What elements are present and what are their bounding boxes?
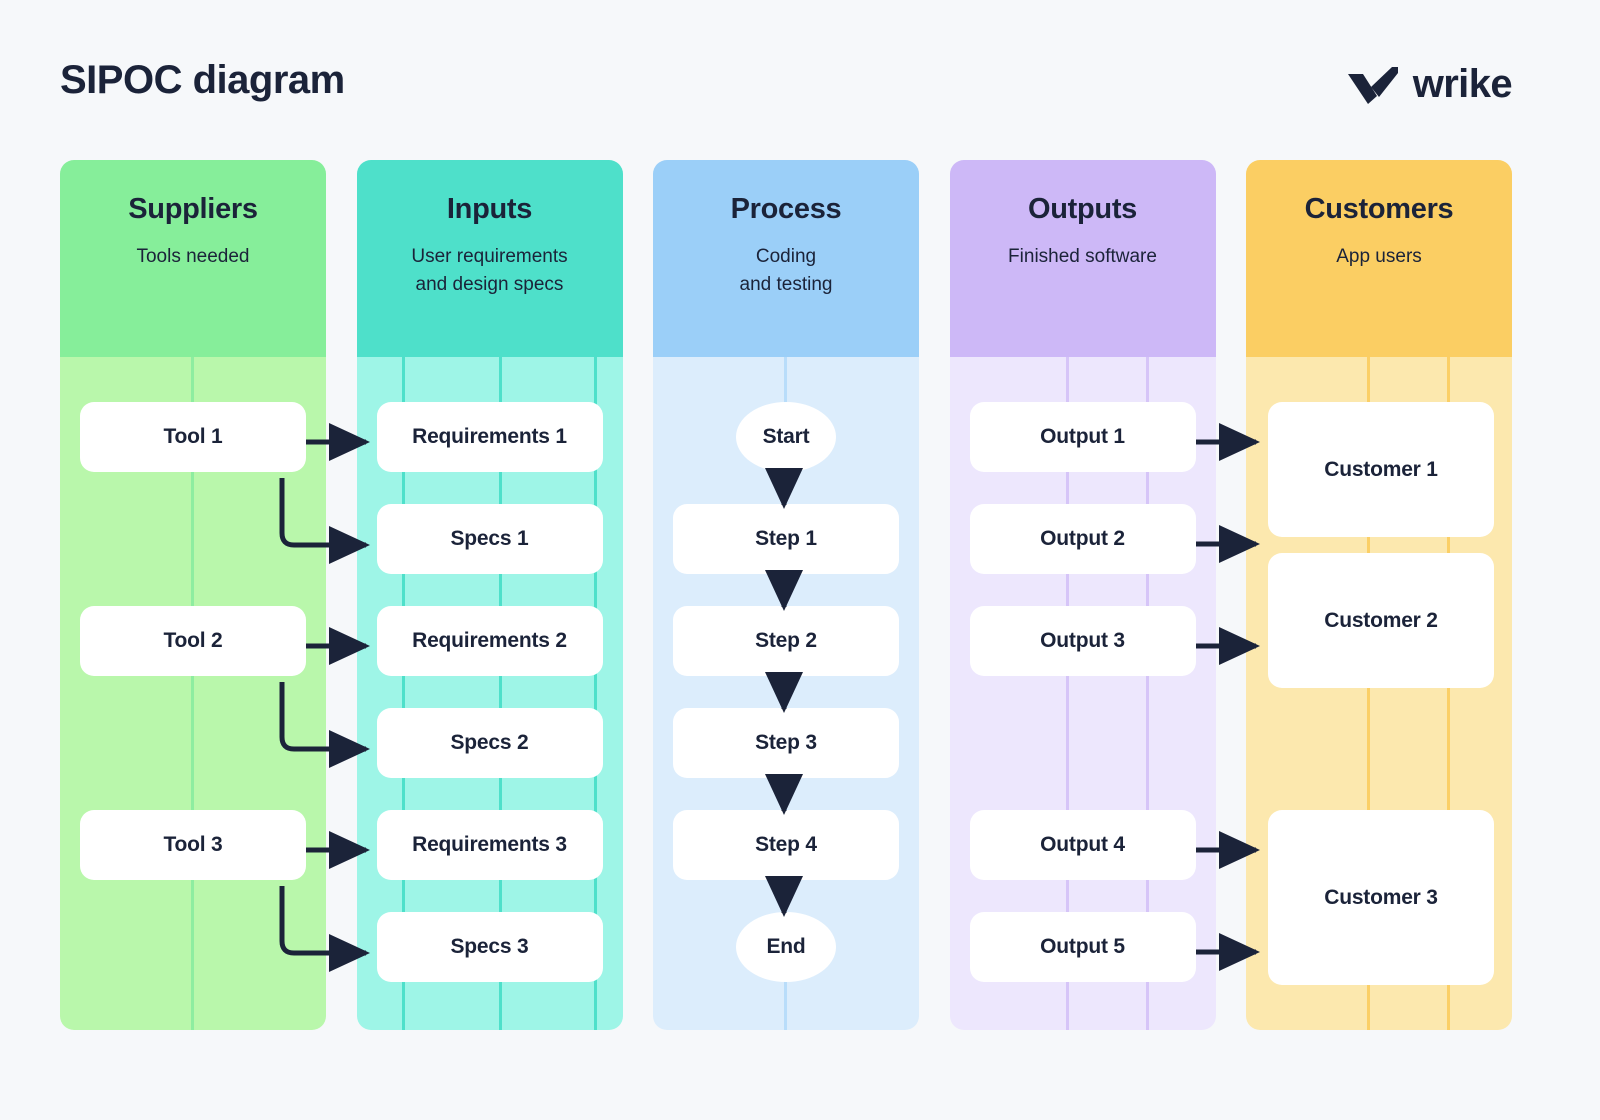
column-subtitle: Tools needed: [136, 246, 250, 267]
column-subtitle: User requirements and design specs: [411, 243, 567, 298]
node-tool-2[interactable]: Tool 2: [80, 606, 306, 676]
column-header-process: Process Coding and testing: [653, 160, 919, 357]
node-tool-3[interactable]: Tool 3: [80, 810, 306, 880]
column-body-outputs: Output 1 Output 2 Output 3 Output 4 Outp…: [949, 357, 1216, 1030]
lane-divider: [191, 357, 194, 1030]
column-process: Process Coding and testing Start Step 1 …: [653, 160, 919, 1030]
column-header-suppliers: Suppliers Tools needed: [60, 160, 326, 357]
column-header-inputs: Inputs User requirements and design spec…: [356, 160, 623, 357]
column-body-customers: Customer 1 Customer 2 Customer 3: [1246, 357, 1512, 1030]
lane-divider: [1065, 357, 1069, 1030]
node-requirements-3[interactable]: Requirements 3: [376, 810, 603, 880]
column-inputs: Inputs User requirements and design spec…: [356, 160, 623, 1030]
wrike-checkmark-icon: [1347, 66, 1398, 104]
lane-divider: [593, 357, 597, 1030]
node-output-4[interactable]: Output 4: [969, 810, 1196, 880]
node-customer-3[interactable]: Customer 3: [1268, 810, 1494, 985]
column-title: Suppliers: [128, 193, 258, 225]
column-suppliers: Suppliers Tools needed Tool 1 Tool 2 Too…: [60, 160, 326, 1030]
lane-divider: [498, 357, 502, 1030]
node-step-4[interactable]: Step 4: [673, 810, 899, 880]
column-body-process: Start Step 1 Step 2 Step 3 Step 4 End: [653, 357, 919, 1030]
brand-logo: wrike: [1347, 62, 1513, 107]
column-title: Inputs: [446, 193, 533, 225]
node-step-1[interactable]: Step 1: [673, 504, 899, 574]
column-outputs: Outputs Finished software Output 1 Outpu…: [949, 160, 1216, 1030]
node-specs-2[interactable]: Specs 2: [376, 708, 603, 778]
node-requirements-1[interactable]: Requirements 1: [376, 402, 603, 472]
column-body-inputs: Requirements 1 Specs 1 Requirements 2 Sp…: [356, 357, 623, 1030]
column-customers: Customers App users Customer 1 Customer …: [1246, 160, 1512, 1030]
column-subtitle-line2: and design specs: [415, 273, 564, 295]
node-requirements-2[interactable]: Requirements 2: [376, 606, 603, 676]
lane-divider: [401, 357, 405, 1030]
node-customer-2[interactable]: Customer 2: [1268, 553, 1494, 688]
column-subtitle: Finished software: [1008, 246, 1157, 267]
brand-name: wrike: [1412, 62, 1513, 106]
column-body-suppliers: Tool 1 Tool 2 Tool 3: [60, 357, 326, 1030]
node-step-3[interactable]: Step 3: [673, 708, 899, 778]
node-customer-1[interactable]: Customer 1: [1268, 402, 1494, 537]
node-step-2[interactable]: Step 2: [673, 606, 899, 676]
lane-divider: [1367, 357, 1370, 1030]
column-subtitle-line1: Coding: [755, 246, 817, 267]
column-title: Outputs: [1027, 193, 1138, 225]
node-specs-3[interactable]: Specs 3: [376, 912, 603, 982]
node-specs-1[interactable]: Specs 1: [376, 504, 603, 574]
lane-divider: [1447, 357, 1450, 1030]
lane-divider: [1145, 357, 1149, 1030]
node-output-5[interactable]: Output 5: [969, 912, 1196, 982]
node-output-2[interactable]: Output 2: [969, 504, 1196, 574]
column-title: Process: [730, 193, 842, 225]
column-title: Customers: [1304, 193, 1454, 225]
column-subtitle: App users: [1336, 246, 1422, 267]
column-subtitle-line1: User requirements: [411, 246, 568, 267]
node-start[interactable]: Start: [736, 402, 836, 472]
column-header-outputs: Outputs Finished software: [949, 160, 1216, 357]
page-title: SIPOC diagram: [60, 58, 345, 102]
node-output-1[interactable]: Output 1: [969, 402, 1196, 472]
column-header-customers: Customers App users: [1246, 160, 1512, 357]
sipoc-columns: Suppliers Tools needed Tool 1 Tool 2 Too…: [60, 160, 1512, 1030]
column-subtitle: Coding and testing: [740, 243, 833, 298]
node-end[interactable]: End: [736, 912, 836, 982]
node-tool-1[interactable]: Tool 1: [80, 402, 306, 472]
column-subtitle-line2: and testing: [739, 273, 833, 295]
node-output-3[interactable]: Output 3: [969, 606, 1196, 676]
